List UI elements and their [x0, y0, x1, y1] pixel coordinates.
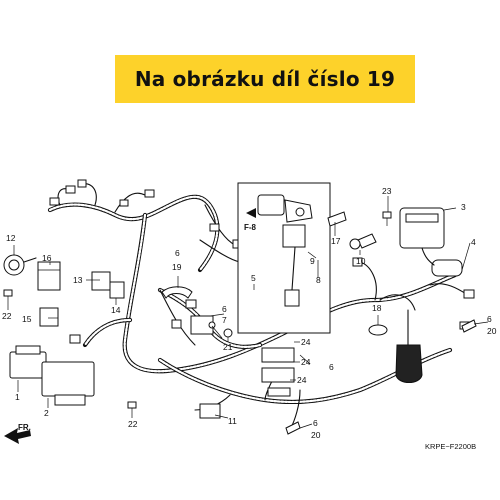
subassembly-label: F-8	[244, 223, 257, 232]
callout-18: 18	[372, 303, 382, 313]
clip-20-right	[461, 319, 477, 333]
callout-6-top: 6	[175, 248, 180, 258]
fuse-box-2	[41, 361, 95, 406]
callout-12: 12	[6, 233, 16, 243]
callout-15: 15	[22, 314, 32, 324]
bolt-7	[208, 321, 216, 329]
spark-plug-cap-4	[421, 247, 463, 277]
bolt-22-left	[3, 289, 13, 297]
callout-7: 7	[222, 315, 227, 325]
callout-6-mid: 6	[222, 304, 227, 314]
callout-21: 21	[223, 342, 233, 352]
fuse-box-1	[9, 345, 47, 379]
relay-15	[39, 307, 59, 327]
callout-24-a: 24	[301, 337, 311, 347]
callout-17: 17	[331, 236, 341, 246]
callout-23: 23	[382, 186, 392, 196]
callout-6-right: 6	[329, 362, 334, 372]
callout-24-c: 24	[297, 375, 307, 385]
key-17	[327, 211, 347, 227]
callout-16: 16	[42, 253, 52, 263]
part-number-banner: Na obrázku díl číslo 19	[115, 55, 415, 103]
key-10	[349, 233, 377, 250]
callout-20-bottom: 20	[311, 430, 321, 440]
bolt-22-bottom	[127, 401, 137, 409]
front-marker-label: FR.	[18, 423, 31, 432]
callout-leaders	[7, 196, 489, 429]
callout-1: 1	[15, 392, 20, 402]
front-arrow-icon: FR.	[4, 423, 31, 444]
callout-numbers: 1 2 3 4 5 6 6 6 6 6 7 8 9 10 11 12 13 14…	[2, 186, 497, 440]
bolt-21	[223, 328, 233, 338]
clamp-18	[368, 324, 388, 336]
callout-13: 13	[73, 275, 83, 285]
bolt-23	[382, 211, 392, 226]
callout-19: 19	[172, 262, 182, 272]
callout-6-bottom: 6	[313, 418, 318, 428]
fuse-strip-24	[261, 347, 295, 397]
callout-5: 5	[251, 273, 256, 283]
callout-22-bottom: 22	[128, 419, 138, 429]
callout-3: 3	[461, 202, 466, 212]
callout-4: 4	[471, 237, 476, 247]
callout-9: 9	[310, 256, 315, 266]
relay-16	[37, 261, 61, 291]
callout-14: 14	[111, 305, 121, 315]
relay-13	[91, 271, 111, 291]
subassembly-indicator: F-8	[244, 208, 257, 232]
callout-20-right: 20	[487, 326, 497, 336]
ignition-coil-3	[399, 207, 445, 249]
horn-12	[3, 254, 37, 276]
callout-6-clip: 6	[487, 314, 492, 324]
clamp-19	[161, 286, 193, 299]
callout-24-b: 24	[301, 357, 311, 367]
connector-11	[199, 403, 221, 419]
ignition-switch-group-9	[237, 182, 331, 334]
callout-2: 2	[44, 408, 49, 418]
relay-14	[109, 281, 125, 299]
starter-relay-cap	[395, 309, 423, 383]
callout-22-left: 22	[2, 311, 12, 321]
callout-10: 10	[356, 256, 366, 266]
banner-text: Na obrázku díl číslo 19	[134, 67, 396, 91]
diagram-code: KRPE−F2200B	[425, 442, 476, 451]
callout-11: 11	[228, 416, 237, 426]
callout-8: 8	[316, 275, 321, 285]
